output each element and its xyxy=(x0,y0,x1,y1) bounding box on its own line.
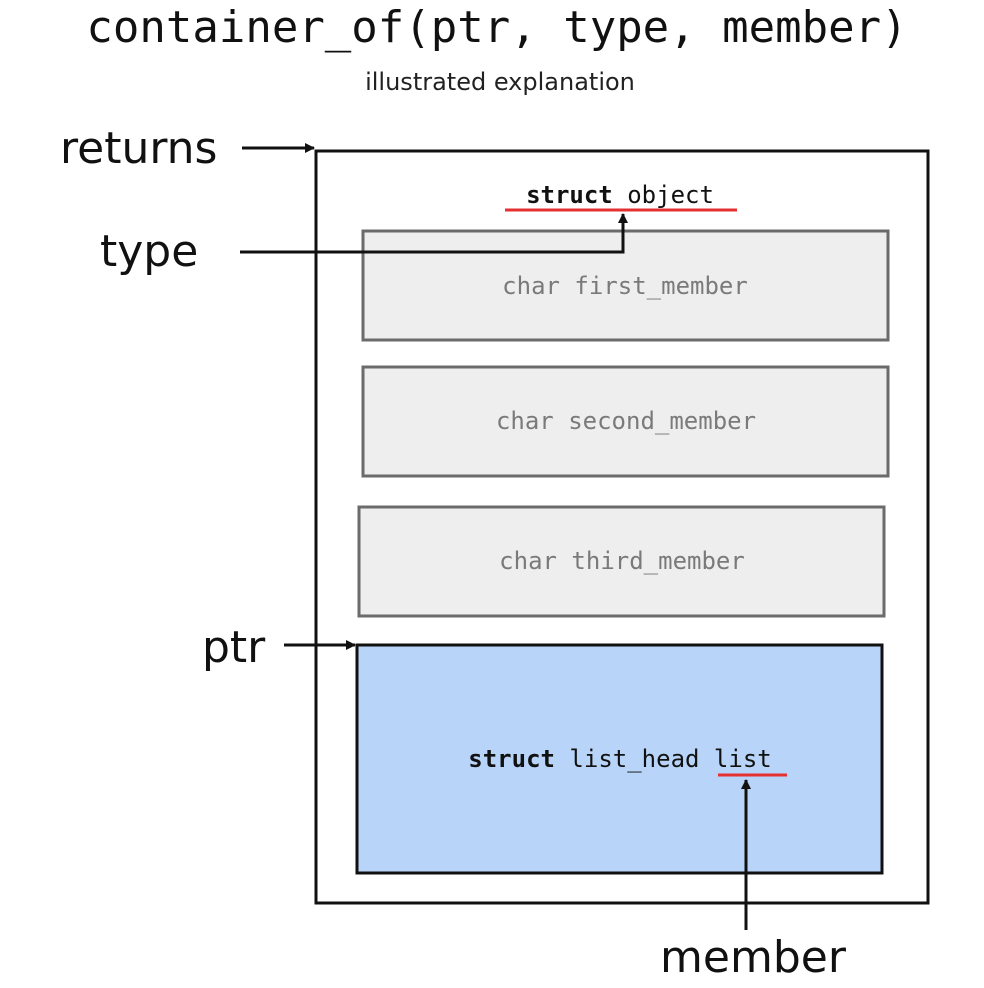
member-list-box xyxy=(355,643,884,875)
list-type: list_head xyxy=(569,745,699,773)
diagram-subtitle: illustrated explanation xyxy=(365,68,635,96)
struct-name: object xyxy=(627,181,714,209)
member-second: char second_member xyxy=(361,365,890,478)
member-label: member xyxy=(660,932,847,983)
member-list: struct list_head list xyxy=(355,643,884,875)
member-first-label: char first_member xyxy=(502,272,748,300)
type-label: type xyxy=(100,226,198,277)
list-name: list xyxy=(714,745,772,773)
ptr-label: ptr xyxy=(202,622,266,673)
type-arrow xyxy=(240,213,628,254)
member-second-label: char second_member xyxy=(496,407,756,435)
struct-object-header: struct object xyxy=(526,181,714,209)
member-first-box xyxy=(361,229,890,342)
member-second-box xyxy=(361,365,890,478)
member-third-label: char third_member xyxy=(499,547,745,575)
member-first: char first_member xyxy=(361,229,890,342)
list-struct-keyword: struct xyxy=(468,745,555,773)
diagram-title: container_of(ptr, type, member) xyxy=(86,2,907,53)
returns-label: returns xyxy=(60,123,217,174)
member-list-label: struct list_head list xyxy=(468,745,771,773)
member-third-box xyxy=(357,505,886,618)
struct-keyword: struct xyxy=(526,181,613,209)
member-third: char third_member xyxy=(357,505,886,618)
